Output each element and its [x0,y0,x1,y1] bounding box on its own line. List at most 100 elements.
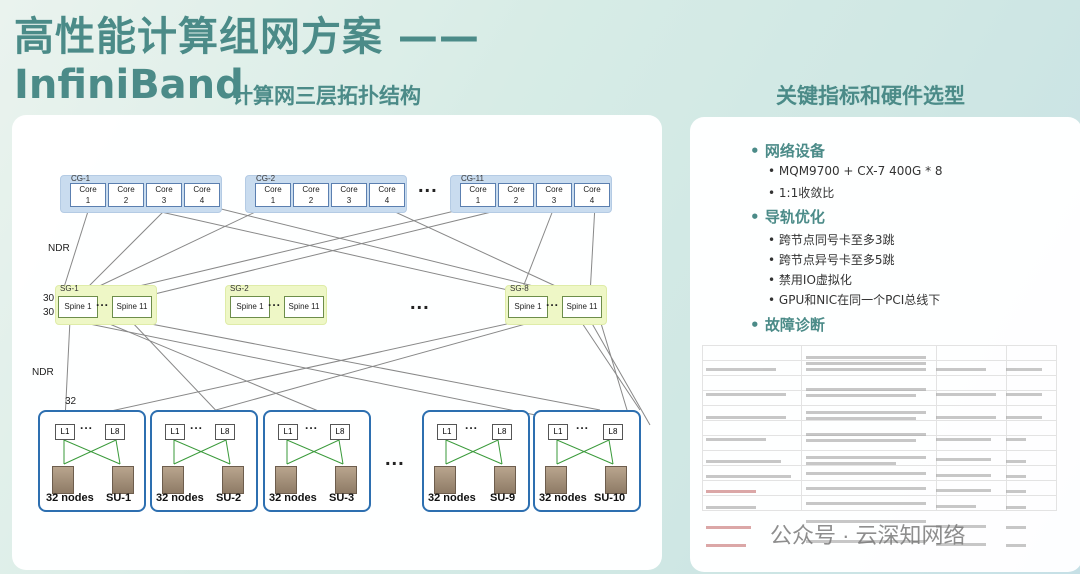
core-group-label: CG-1 [71,174,91,183]
sub-item: • 跨节点异号卡至多5跳 [768,253,895,267]
leaf-server-links [286,440,344,465]
watermark: 公众号 · 云深知网络 [770,523,966,548]
leaf-server-links [445,440,503,465]
server-rack [434,466,456,494]
spine-group-label: SG-1 [60,284,79,293]
sub-item: • GPU和NIC在同一个PCI总线下 [768,293,941,307]
su-nodes: 32 nodes [539,492,587,504]
leaf-server-links [173,440,231,465]
spine-node: Spine 11 [562,296,602,318]
server-rack [162,466,184,494]
leaf-switch: L1 [278,424,298,440]
sub-item-text: 禁用IO虚拟化 [778,273,852,287]
server-rack [112,466,134,494]
server-rack [275,466,297,494]
server-rack [222,466,244,494]
leaf-server-links [556,440,614,465]
leaf-switch: L1 [55,424,75,440]
su-nodes: 32 nodes [156,492,204,504]
leaf-switch: L1 [548,424,568,440]
bullet-network-equipment: • 网络设备 [750,142,825,160]
sub-item-text: GPU和NIC在同一个PCI总线下 [778,293,941,307]
leaf-ellipsis: ... [465,418,479,432]
sub-item-text: 1:1收敛比 [778,186,835,200]
spine-node: Spine 11 [284,296,324,318]
bullet-rail-optimization: • 导轨优化 [750,208,825,226]
spine-ellipsis: ... [268,295,282,309]
spine-group-label: SG-2 [230,284,249,293]
table-row [701,420,1057,436]
leaf-switch: L8 [215,424,235,440]
su-label: SU-9 [490,492,516,504]
server-rack [52,466,74,494]
spine-ellipsis: ... [546,295,560,309]
sub-item: • MQM9700 + CX-7 400G * 8 [768,164,943,178]
server-rack [605,466,627,494]
leaf-ellipsis: ... [80,418,94,432]
leaf-switch: L8 [603,424,623,440]
spine-groups-ellipsis: ... [410,292,430,314]
port-count: 30 [43,293,55,304]
page-title-infiniband: InfiniBand [14,62,244,108]
core-group-label: CG-11 [461,174,484,183]
spine-node: Spine 11 [112,296,152,318]
server-rack [335,466,357,494]
su-label: SU-2 [216,492,242,504]
bullet-text: 网络设备 [764,142,825,160]
leaf-switch: L8 [105,424,125,440]
port-count: 30 [43,307,55,318]
sub-item: • 跨节点同号卡至多3跳 [768,233,895,247]
spine-node: Spine 1 [58,296,98,318]
sub-item-text: MQM9700 + CX-7 400G * 8 [778,164,943,178]
leaf-switch: L1 [165,424,185,440]
spine-node: Spine 1 [230,296,270,318]
su-nodes: 32 nodes [269,492,317,504]
leaf-server-links [63,440,121,465]
su-nodes: 32 nodes [46,492,94,504]
leaf-port-count: 32 [65,396,77,407]
table-text-blur [706,356,1042,547]
su-label: SU-3 [329,492,355,504]
spine-ellipsis: ... [96,295,110,309]
table-row [701,375,1057,391]
leaf-ellipsis: ... [576,418,590,432]
bullet-text: 故障诊断 [764,316,825,334]
bullet-fault-diagnosis: • 故障诊断 [750,316,825,334]
link-label-ndr-top: NDR [48,243,70,254]
core-ellipsis: ... [418,175,438,197]
core-group-label: CG-2 [256,174,276,183]
link-label-ndr-bottom: NDR [32,367,54,378]
sub-item: • 1:1收敛比 [768,186,835,200]
leaf-ellipsis: ... [190,418,204,432]
sub-item: • 禁用IO虚拟化 [768,273,852,287]
spine-group-label: SG-8 [510,284,529,293]
leaf-switch: L8 [492,424,512,440]
bullet-text: 导轨优化 [764,208,825,226]
su-nodes: 32 nodes [428,492,476,504]
leaf-ellipsis: ... [305,418,319,432]
page-title: 高性能计算组网方案 —— [14,14,480,60]
server-rack [494,466,516,494]
leaf-switch: L1 [437,424,457,440]
diagram-subtitle: 计算网三层拓扑结构 [232,84,421,108]
leaf-switch: L8 [330,424,350,440]
right-heading: 关键指标和硬件选型 [776,84,965,108]
sub-item-text: 跨节点异号卡至多5跳 [778,253,895,267]
su-label: SU-1 [106,492,132,504]
sub-item-text: 跨节点同号卡至多3跳 [778,233,895,247]
su-ellipsis: ... [385,448,405,470]
su-label: SU-10 [594,492,626,504]
